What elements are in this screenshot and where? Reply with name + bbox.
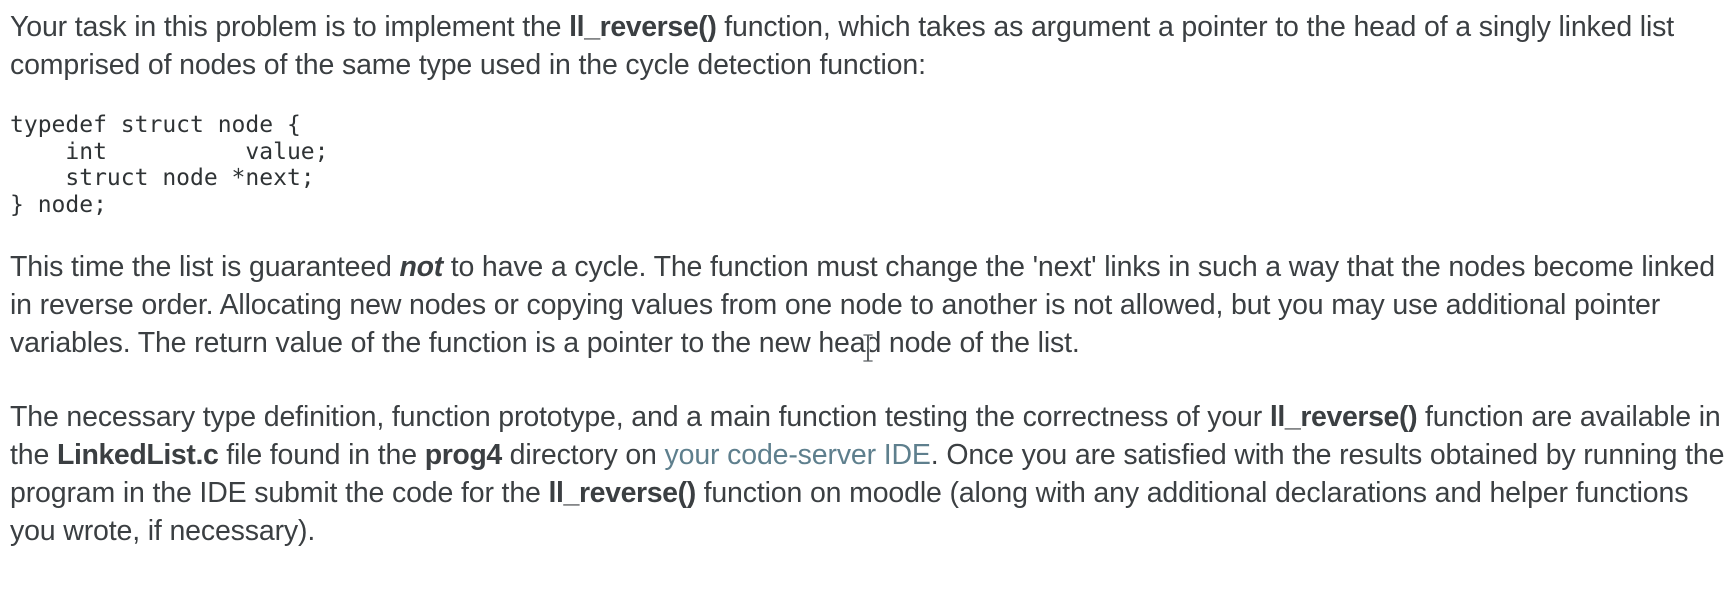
paragraph-3-segment-4: directory on <box>501 439 665 471</box>
paragraph-1-text-before-bold: Your task in this problem is to implemen… <box>10 11 570 43</box>
function-name-ll-reverse: ll_reverse() <box>569 11 717 43</box>
paragraph-1: Your task in this problem is to implemen… <box>10 8 1725 84</box>
paragraph-2-segment-2: to have a cycle. The function must chang… <box>10 251 1715 359</box>
function-name-ll-reverse-2: ll_reverse() <box>1269 401 1418 433</box>
paragraph-2: This time the list is guaranteed not to … <box>10 248 1725 362</box>
spacer-after-code-block <box>10 218 1725 248</box>
spacer-after-paragraph-1 <box>10 84 1725 112</box>
paragraph-2-segment-1: This time the list is guaranteed <box>10 251 400 283</box>
paragraph-3-segment-2: function are available in the <box>10 401 1721 471</box>
emphasis-not: not <box>399 251 444 283</box>
paragraph-1-text-after-bold: function, which takes as argument a poin… <box>10 11 1675 81</box>
function-name-ll-reverse-3: ll_reverse() <box>548 477 697 509</box>
link-code-server-ide[interactable]: your code-server IDE <box>664 439 931 471</box>
paragraph-3-segment-5: . Once you are satisfied with the result… <box>10 439 1725 509</box>
code-block-node-typedef: typedef struct node { int value; struct … <box>10 112 329 218</box>
spacer-after-paragraph-2 <box>10 362 1725 398</box>
paragraph-3-segment-6: function on moodle (along with any addit… <box>10 477 1689 547</box>
directory-name-prog4: prog4 <box>424 439 503 471</box>
paragraph-3-segment-1: The necessary type definition, function … <box>10 401 1270 433</box>
paragraph-3: The necessary type definition, function … <box>10 398 1725 550</box>
paragraph-3-segment-3: file found in the <box>218 439 425 471</box>
assignment-prose: Your task in this problem is to implemen… <box>10 8 1725 550</box>
file-name-linkedlist-c: LinkedList.c <box>56 439 219 471</box>
